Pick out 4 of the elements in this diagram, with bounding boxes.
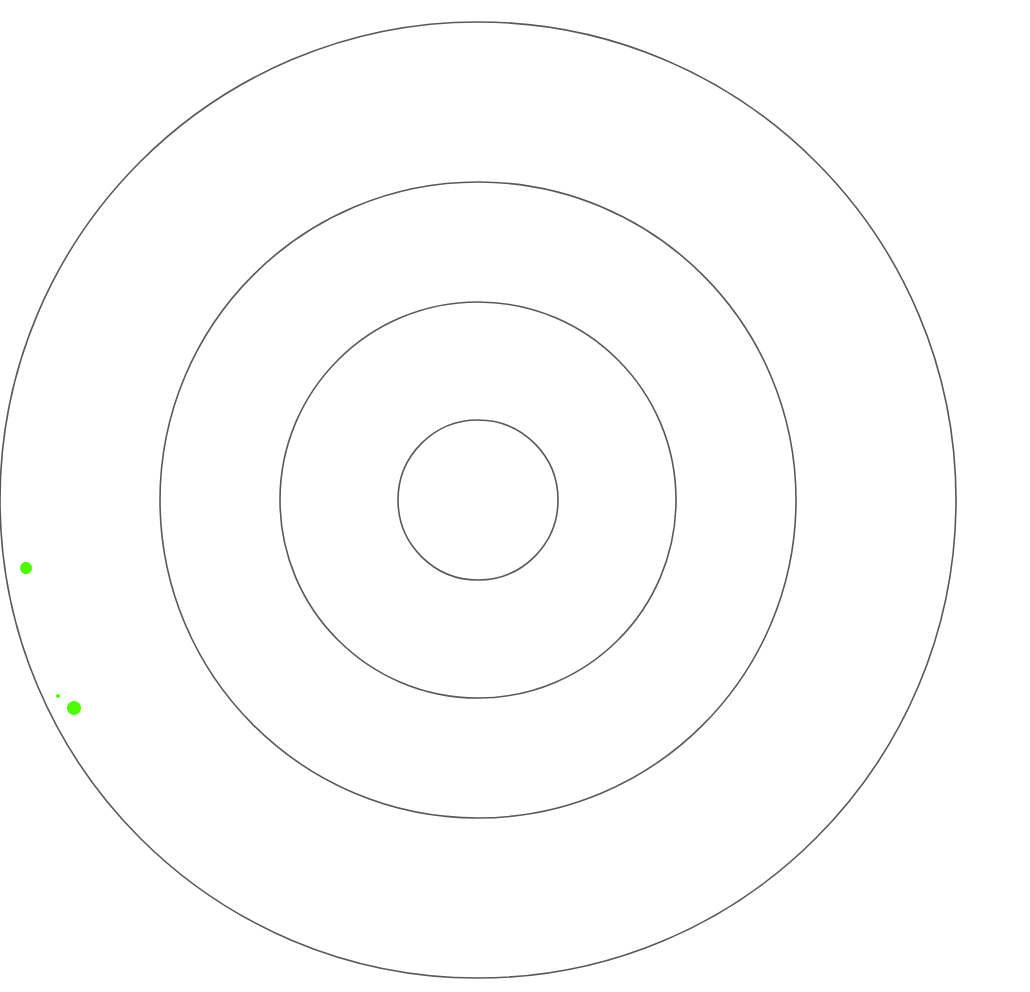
ring-circle — [0, 21, 957, 979]
ring-circle — [279, 301, 677, 699]
ring-circle — [397, 419, 559, 581]
ring-circle — [159, 181, 797, 819]
